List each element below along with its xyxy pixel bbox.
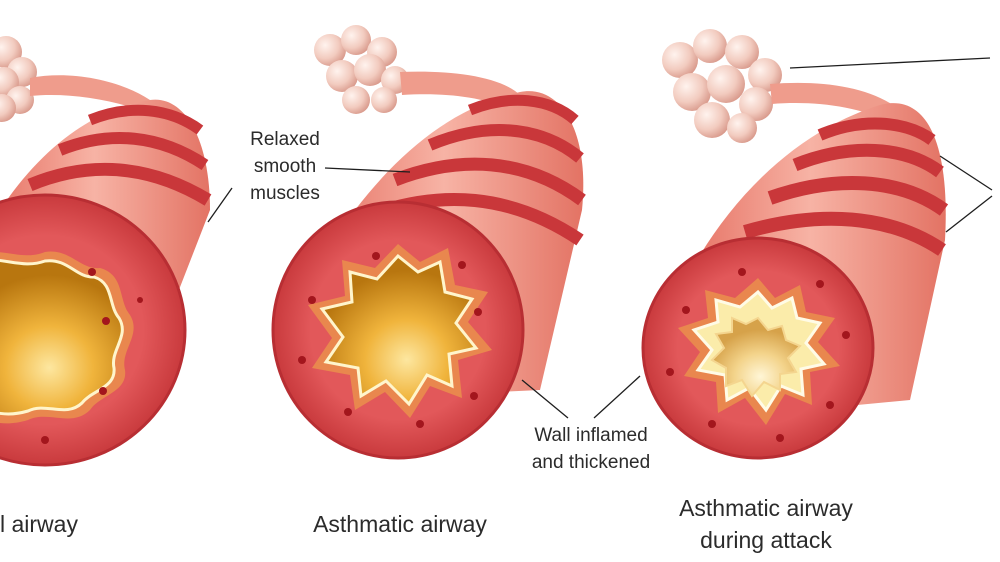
asthmatic-alveoli: [314, 25, 409, 114]
relaxed-smooth-muscles-label: Relaxed smooth muscles: [230, 126, 340, 207]
leader-lines: [207, 57, 993, 419]
relaxed-line-2: smooth: [253, 156, 317, 177]
relaxed-line-3: muscles: [250, 183, 320, 204]
relaxed-line-1: Relaxed: [250, 129, 320, 150]
asthmatic-airway: [271, 25, 586, 460]
normal-airway-caption: l airway: [0, 511, 78, 537]
asthmatic-gland-dots: [298, 252, 482, 428]
asthmatic-airway-caption: Asthmatic airway: [313, 511, 487, 537]
normal-alveoli: [0, 36, 37, 122]
wall-line-2: and thickened: [531, 452, 651, 473]
wall-inflamed-label: Wall inflamed and thickened: [508, 422, 674, 476]
normal-airway: [0, 36, 212, 467]
wall-line-1: Wall inflamed: [534, 425, 648, 446]
attack-alveoli: [662, 29, 782, 143]
attack-caption-line-1: Asthmatic airway: [679, 495, 853, 521]
attack-airway: [641, 29, 949, 460]
attack-caption-line-2: during attack: [700, 527, 832, 553]
attack-gland-dots: [666, 268, 850, 442]
attack-airway-caption: Asthmatic airway during attack: [652, 492, 880, 556]
normal-gland-dots: [41, 268, 143, 444]
